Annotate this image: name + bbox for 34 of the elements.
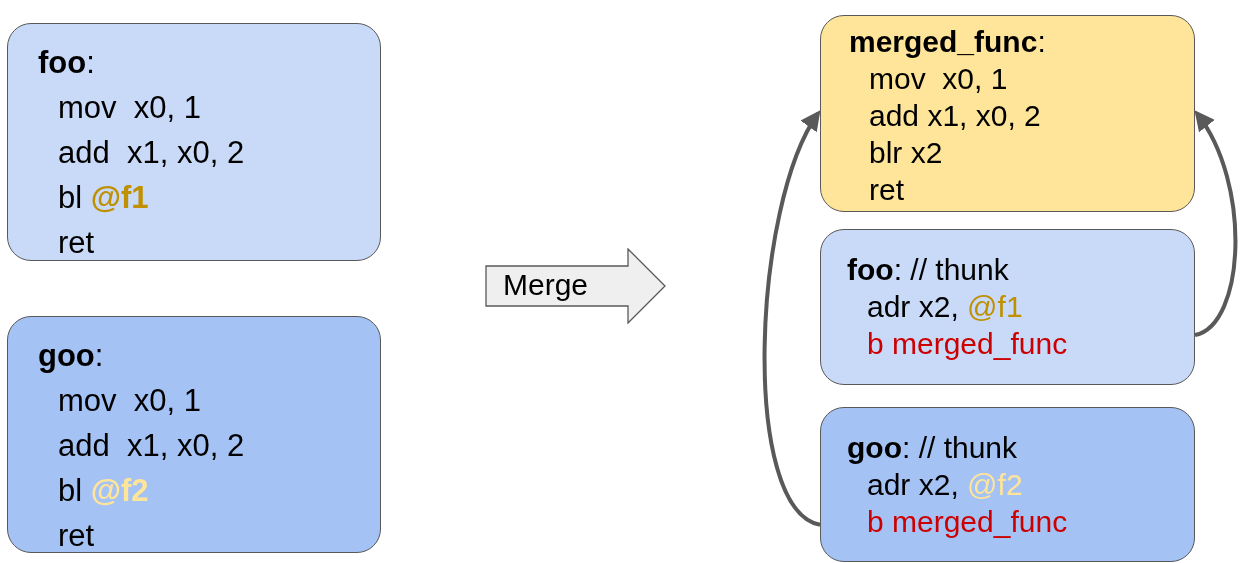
- curved-arrow: [1194, 110, 1238, 337]
- code-text: add x1, x0, 2: [58, 428, 245, 463]
- code-box: [7, 23, 381, 261]
- code-text: @f2: [967, 468, 1023, 501]
- code-label: goo:: [38, 338, 104, 373]
- code-text: mov x0, 1: [58, 383, 201, 418]
- code-text: mov x0, 1: [58, 90, 201, 125]
- code-label: merged_func:: [849, 25, 1046, 58]
- code-text: add x1, x0, 2: [869, 99, 1041, 132]
- curved-arrow: [762, 110, 821, 527]
- code-box: [820, 229, 1195, 385]
- code-label: foo:: [38, 45, 95, 80]
- code-label: foo: // thunk: [847, 253, 1009, 286]
- code-label: goo: // thunk: [847, 431, 1018, 464]
- code-text: bl: [58, 180, 83, 215]
- code-text: @f2: [90, 473, 149, 508]
- code-box: [820, 15, 1195, 212]
- code-text: ret: [58, 225, 95, 260]
- code-text: add x1, x0, 2: [58, 135, 245, 170]
- code-text: mov x0, 1: [869, 62, 1008, 95]
- code-text: adr x2,: [867, 290, 959, 323]
- code-text: bl: [58, 473, 83, 508]
- block-arrow: [485, 248, 666, 324]
- code-text: ret: [869, 173, 904, 206]
- code-box: [820, 407, 1195, 562]
- code-text: blr x2: [869, 136, 943, 169]
- code-text: adr x2,: [867, 468, 959, 501]
- code-text: ret: [58, 518, 95, 553]
- code-text: b merged_func: [867, 505, 1068, 538]
- code-text: @f1: [967, 290, 1023, 323]
- code-box: [7, 316, 381, 553]
- code-text: b merged_func: [867, 327, 1068, 360]
- code-text: @f1: [90, 180, 149, 215]
- arrow-label: Merge: [503, 267, 589, 303]
